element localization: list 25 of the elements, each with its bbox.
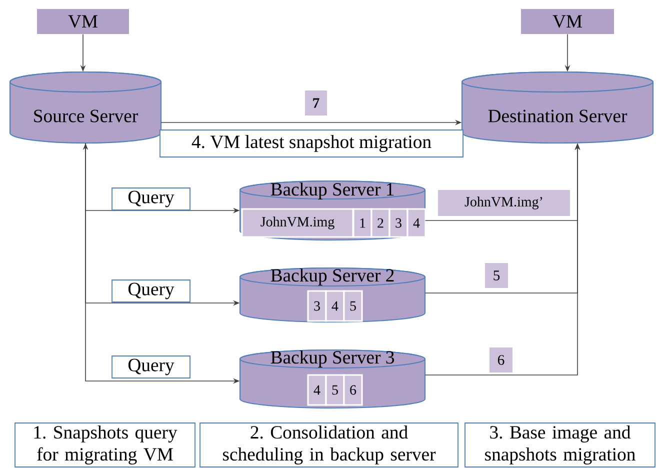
step-box: 2. Consolidation and scheduling in backup server — [200, 422, 458, 468]
edge-label: Query — [112, 188, 190, 210]
server-cylinder: Source Server — [9, 71, 162, 144]
server-cylinder: Destination Server — [461, 71, 654, 144]
edge-label: Query — [112, 356, 190, 378]
edge-label: JohnVM.img’ — [438, 190, 570, 216]
snapshot-cell: 4 — [325, 290, 345, 322]
snapshot-cell: 4 — [307, 374, 327, 406]
snapshot-cell: 5 — [325, 374, 345, 406]
snapshot-cell: 4 — [406, 208, 426, 238]
snapshot-cell: 6 — [343, 374, 363, 406]
step-box: 3. Base image and snapshots migration — [464, 422, 656, 468]
snapshot-cell: 1 — [352, 208, 372, 238]
vm-box: VM — [521, 9, 614, 34]
edge-label: Query — [112, 280, 190, 302]
edge-label: 7 — [305, 90, 327, 116]
snapshot-cell: 5 — [343, 290, 363, 322]
snapshot-cell: 2 — [370, 208, 390, 238]
snapshot-cell: 3 — [388, 208, 408, 238]
vm-box: VM — [37, 9, 129, 34]
step-box: 1. Snapshots query for migrating VM — [14, 422, 196, 468]
caption-box: 4. VM latest snapshot migration — [160, 130, 464, 158]
edge-label: 6 — [490, 348, 512, 372]
edge-label: 5 — [485, 263, 508, 288]
snapshot-cell: 3 — [307, 290, 327, 322]
